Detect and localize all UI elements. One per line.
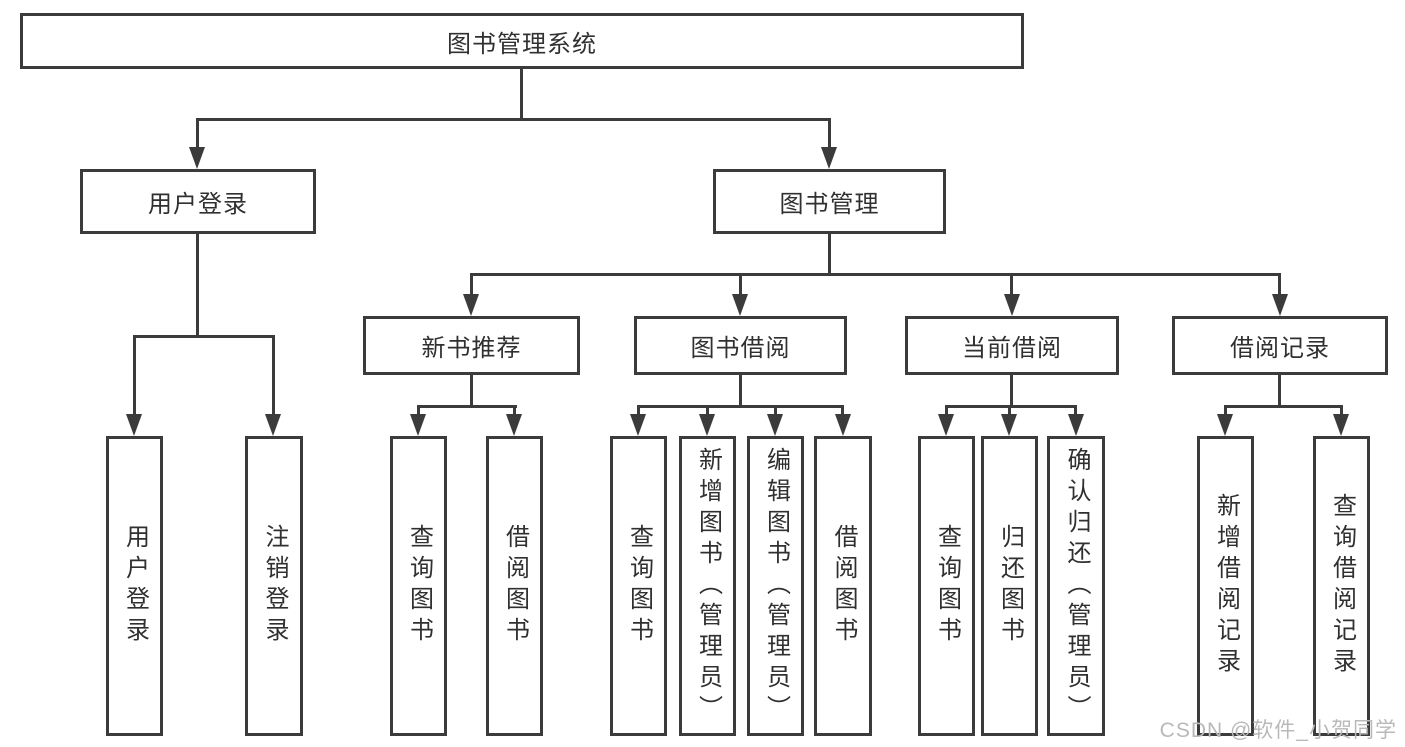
- connector-mgmt-bar: [470, 273, 1281, 276]
- leaf-edit-book-admin: 编辑图书（管理员）: [747, 436, 804, 736]
- connector-group3-bar: [945, 405, 1077, 408]
- leaf-user-login: 用户登录: [106, 436, 163, 736]
- connector-group2-stem: [739, 375, 742, 408]
- arrow-down-icon: [189, 147, 205, 169]
- connector-group3-drop-1: [945, 408, 948, 417]
- connector-root-drop-right: [828, 121, 831, 149]
- connector-login-drop-1: [133, 338, 136, 416]
- node-root-system: 图书管理系统: [20, 13, 1024, 69]
- connector-mgmt-drop-1: [470, 276, 473, 296]
- arrow-down-icon: [767, 414, 783, 436]
- leaf-add-book-admin: 新增图书（管理员）: [679, 436, 736, 736]
- connector-group3-drop-2: [1008, 408, 1011, 417]
- connector-group1-stem: [470, 375, 473, 408]
- connector-group3-drop-3: [1074, 408, 1077, 417]
- leaf-recommend-borrow-books: 借阅图书: [486, 436, 543, 736]
- connector-group2-drop-4: [841, 408, 844, 417]
- leaf-return-book: 归还图书: [981, 436, 1038, 736]
- arrow-down-icon: [1217, 414, 1233, 436]
- connector-mgmt-drop-2: [739, 276, 742, 296]
- connector-mgmt-stem: [828, 234, 831, 276]
- leaf-current-query-books: 查询图书: [918, 436, 975, 736]
- arrow-down-icon: [1004, 294, 1020, 316]
- arrow-down-icon: [1333, 414, 1349, 436]
- arrow-down-icon: [630, 414, 646, 436]
- connector-group4-drop-1: [1224, 408, 1227, 417]
- arrow-down-icon: [506, 414, 522, 436]
- connector-group2-drop-2: [706, 408, 709, 417]
- leaf-recommend-query-books: 查询图书: [390, 436, 447, 736]
- connector-group2-drop-1: [637, 408, 640, 417]
- leaf-borrow-book: 借阅图书: [814, 436, 872, 736]
- node-new-book-recommend: 新书推荐: [363, 316, 580, 375]
- arrow-down-icon: [835, 414, 851, 436]
- connector-group4-bar: [1224, 405, 1343, 408]
- connector-mgmt-drop-4: [1278, 276, 1281, 296]
- leaf-add-borrow-record: 新增借阅记录: [1197, 436, 1254, 736]
- node-book-management: 图书管理: [713, 169, 946, 234]
- connector-mgmt-drop-3: [1010, 276, 1013, 296]
- connector-group1-drop-2: [513, 408, 516, 417]
- connector-group4-stem: [1278, 375, 1281, 408]
- arrow-down-icon: [1272, 294, 1288, 316]
- csdn-watermark: CSDN @软件_小贺同学: [1159, 719, 1397, 742]
- connector-group1-drop-1: [417, 408, 420, 417]
- node-user-login: 用户登录: [80, 169, 316, 234]
- node-current-borrow: 当前借阅: [905, 316, 1119, 375]
- arrow-down-icon: [265, 414, 281, 436]
- leaf-borrow-query-books: 查询图书: [610, 436, 667, 736]
- leaf-logout: 注销登录: [245, 436, 303, 736]
- arrow-down-icon: [410, 414, 426, 436]
- connector-group1-bar: [417, 405, 517, 408]
- connector-login-drop-2: [272, 338, 275, 416]
- connector-root-drop-left: [196, 121, 199, 149]
- connector-root-stem: [520, 69, 523, 121]
- connector-login-bar: [133, 335, 275, 338]
- arrow-down-icon: [699, 414, 715, 436]
- arrow-down-icon: [938, 414, 954, 436]
- arrow-down-icon: [463, 294, 479, 316]
- node-borrow-records: 借阅记录: [1172, 316, 1388, 375]
- connector-root-bar: [196, 118, 831, 121]
- leaf-query-borrow-record: 查询借阅记录: [1313, 436, 1370, 736]
- arrow-down-icon: [1001, 414, 1017, 436]
- arrow-down-icon: [732, 294, 748, 316]
- leaf-confirm-return-admin: 确认归还（管理员）: [1047, 436, 1105, 736]
- connector-group4-drop-2: [1340, 408, 1343, 417]
- connector-group2-bar: [637, 405, 844, 408]
- connector-group3-stem: [1010, 375, 1013, 408]
- connector-group2-drop-3: [774, 408, 777, 417]
- arrow-down-icon: [1068, 414, 1084, 436]
- connector-login-stem: [196, 234, 199, 338]
- arrow-down-icon: [126, 414, 142, 436]
- arrow-down-icon: [821, 147, 837, 169]
- node-book-borrow: 图书借阅: [634, 316, 847, 375]
